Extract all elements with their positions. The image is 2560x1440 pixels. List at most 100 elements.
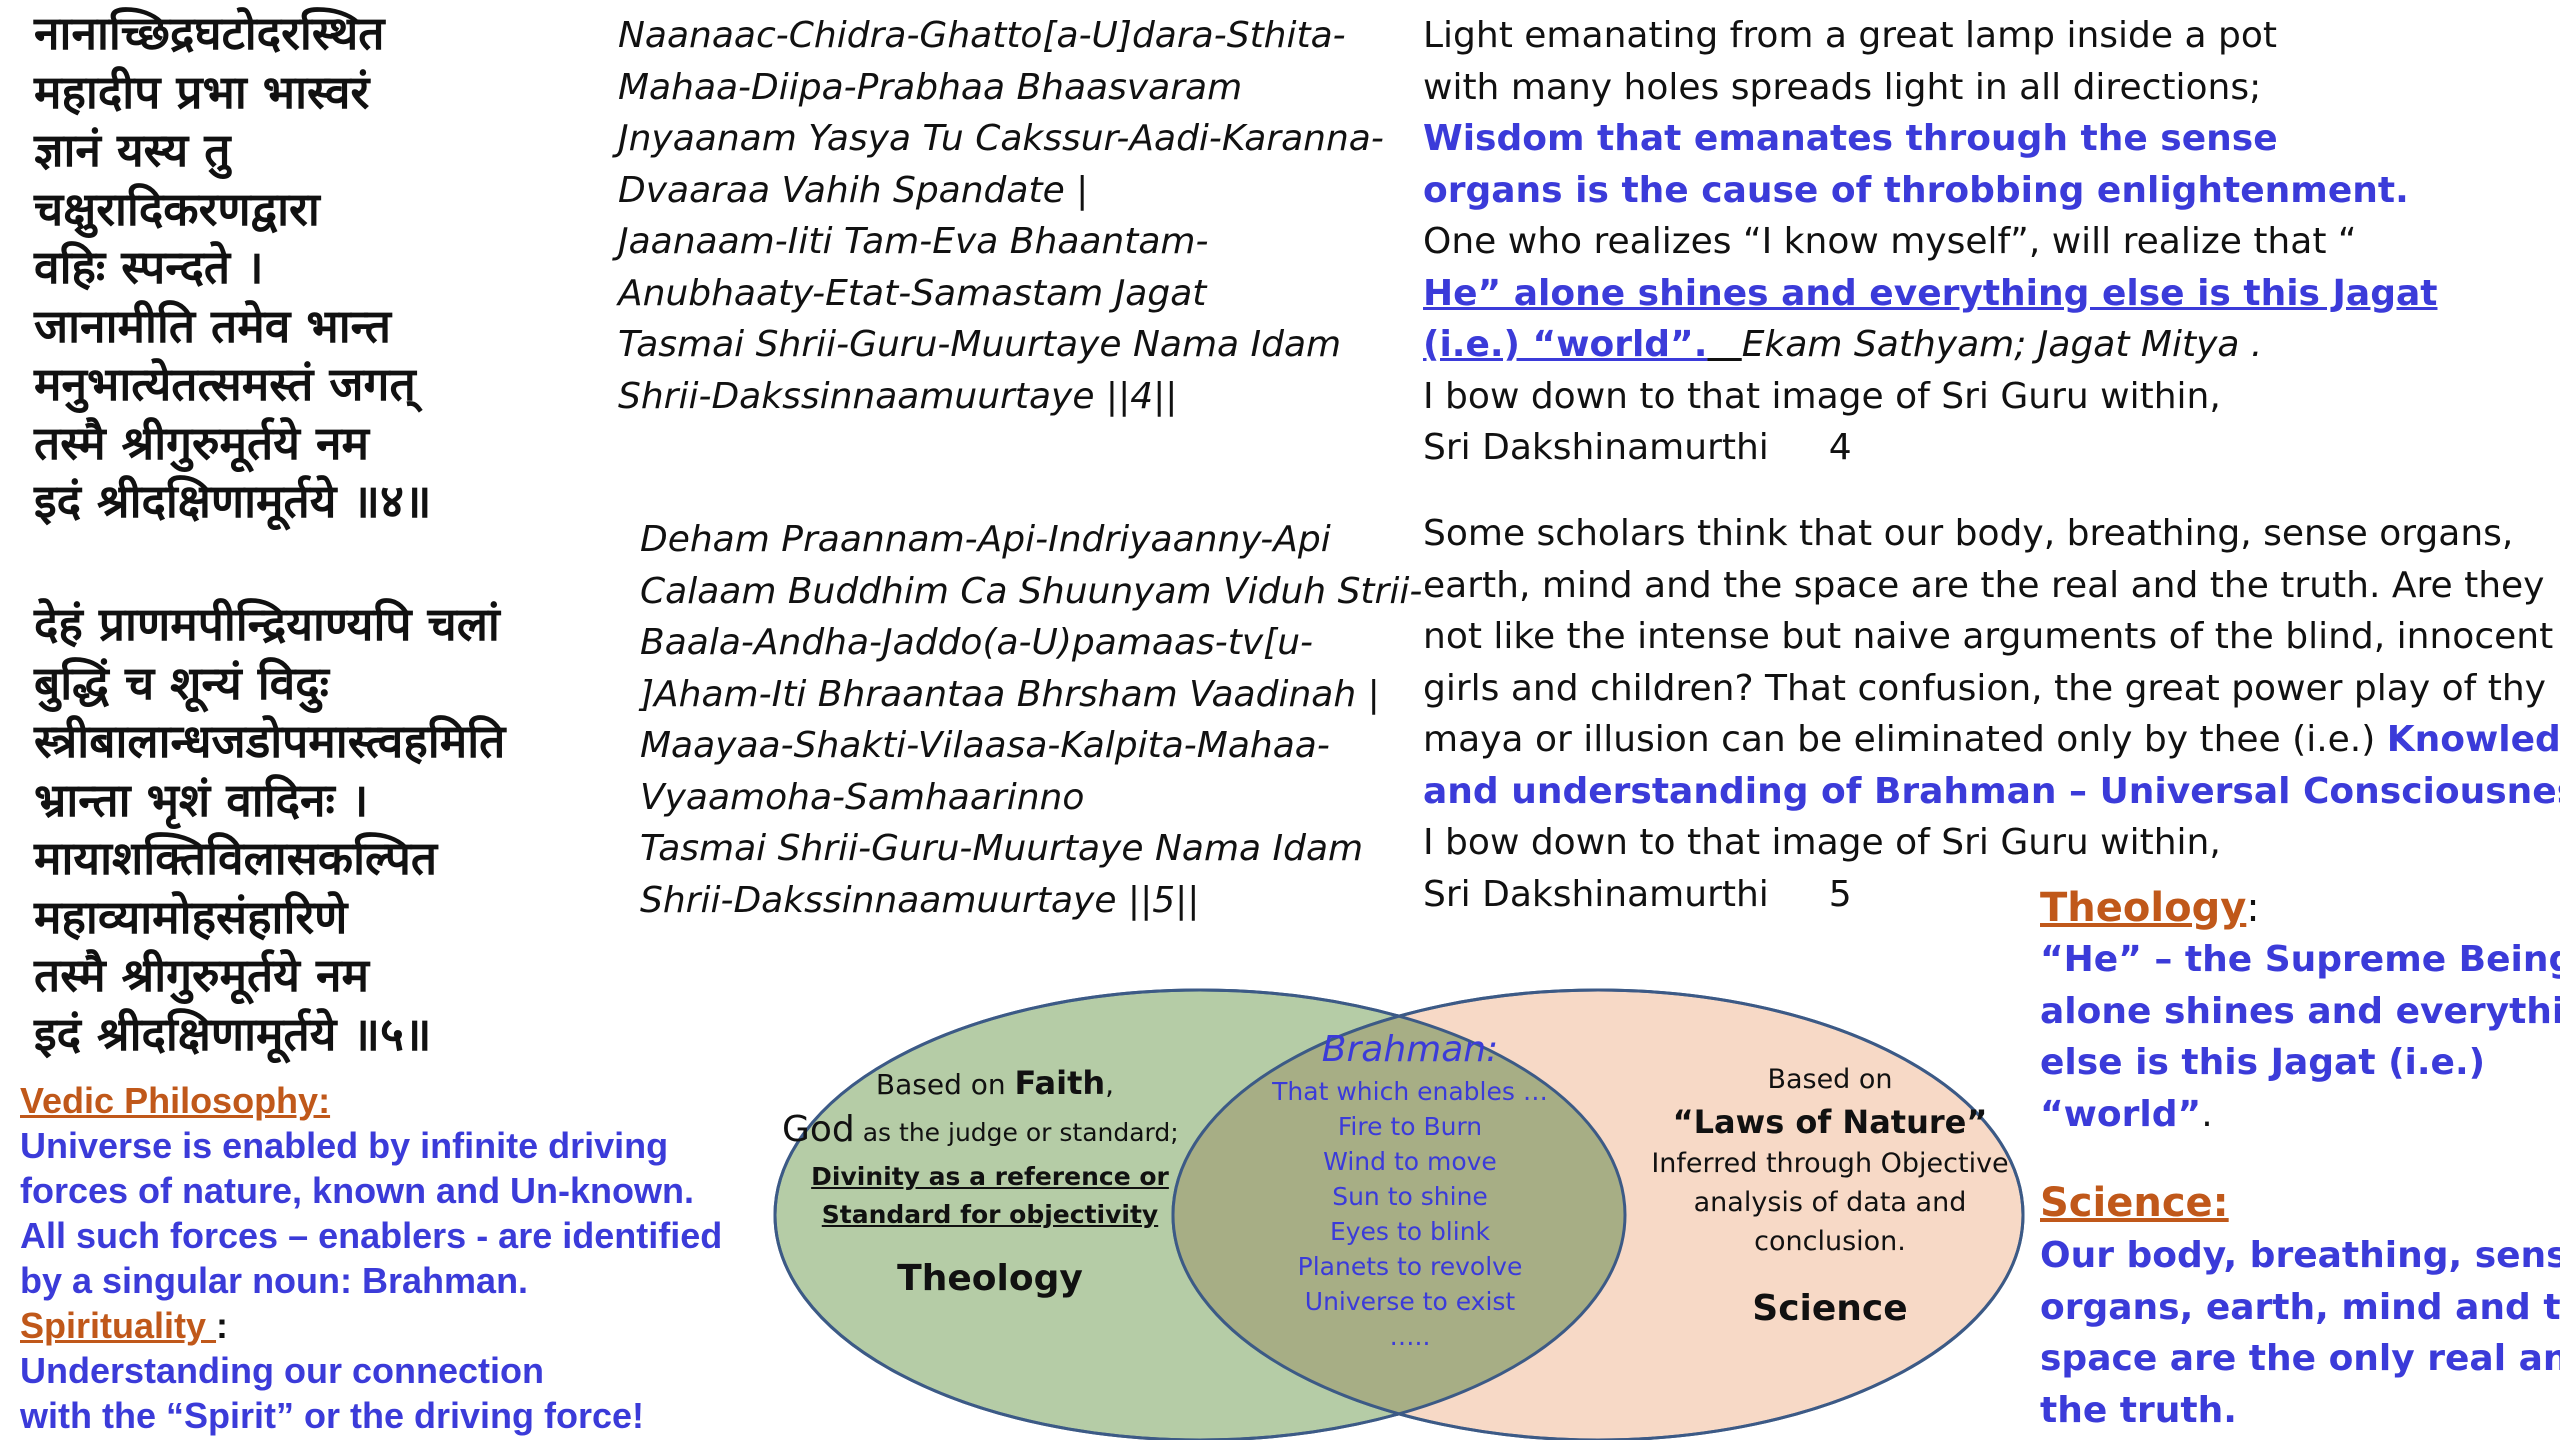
sanskrit-line: इदं श्रीदक्षिणामूर्तये ॥५॥ — [34, 1006, 432, 1061]
translit-line: Jnyaanam Yasya Tu Cakssur-Aadi-Karanna- — [618, 118, 1384, 159]
god-word: God — [782, 1109, 855, 1150]
theology-text: “world” — [2040, 1093, 2202, 1135]
verse5-english: Some scholars think that our body, breat… — [1423, 508, 2560, 920]
venn-divinity: Divinity as a reference or Standard for … — [760, 1158, 1220, 1234]
translit-line: Shrii-Dakssinnaamuurtaye ||5|| — [640, 879, 1200, 921]
translit-line: Calaam Buddhim Ca Shuunyam Viduh Strii- — [640, 570, 1423, 612]
science-desc-line: analysis of data and — [1693, 1187, 1967, 1218]
english-link-text: (i.e.) “world”. — [1423, 324, 1708, 365]
venn-science-title: Science — [1752, 1288, 1908, 1329]
sanskrit-line: तस्मै श्रीगुरुमूर्तये नम — [34, 415, 369, 470]
brahman-item: Wind to move — [1323, 1147, 1497, 1176]
theology-heading: Theology — [2040, 885, 2247, 931]
science-line: the truth. — [2040, 1389, 2237, 1431]
sanskrit-line: मनुभात्येतत्समस्तं जगत् — [34, 357, 416, 411]
theology-heading-line: Theology: — [2040, 882, 2560, 934]
brahman-item: Eyes to blink — [1329, 1217, 1491, 1246]
brahman-item: ….. — [1389, 1322, 1431, 1351]
sanskrit-line: भ्रान्ता भृशं वादिनः । — [34, 772, 369, 827]
english-line: earth, mind and the space are the real a… — [1423, 564, 2545, 606]
science-line: Our body, breathing, sense — [2040, 1235, 2560, 1276]
english-line-mixed: maya or illusion can be eliminated only … — [1423, 714, 2560, 766]
sanskrit-line: वहिः स्पन्दते । — [34, 240, 264, 294]
sanskrit-line: चक्षुरादिकरणद्वारा — [34, 181, 320, 236]
translit-line: Baala-Andha-Jaddo(a-U)pamaas-tv[u- — [640, 622, 1314, 663]
english-line: I bow down to that image of Sri Guru wit… — [1423, 822, 2221, 863]
venn-science-text: Based on “Laws of Nature” Inferred throu… — [1630, 1060, 2030, 1261]
brahman-item: Sun to shine — [1332, 1182, 1488, 1211]
english-line: not like the intense but naive arguments… — [1423, 616, 2554, 657]
spirituality-heading: Spirituality — [20, 1305, 217, 1346]
translit-line: Mahaa-Diipa-Prabhaa Bhaasvaram — [618, 66, 1243, 108]
english-bold-text: and understanding of Brahman – Universal… — [1423, 770, 2560, 812]
english-line: I bow down to that image of Sri Guru wit… — [1423, 375, 2221, 417]
divinity-line: Standard for objectivity — [821, 1200, 1159, 1229]
brahman-item: Universe to exist — [1304, 1287, 1516, 1316]
translit-line: Maayaa-Shakti-Vilaasa-Kalpita-Mahaa- — [640, 725, 1330, 766]
spirituality-heading-line: Spirituality : — [20, 1303, 722, 1348]
brahman-item: That which enables … — [1272, 1077, 1548, 1106]
brahman-item: Planets to revolve — [1297, 1252, 1523, 1281]
english-line: with many holes spreads light in all dir… — [1423, 66, 2262, 108]
signature-line: Sri Dakshinamurthi 4 — [1423, 422, 2437, 474]
faith-word: Faith — [1014, 1064, 1106, 1102]
vedic-line: forces of nature, known and Un-known. — [20, 1170, 695, 1211]
sanskrit-line: मायाशक्तिविलासकल्पित — [34, 831, 438, 885]
translit-line: ]Aham-Iti Bhraantaa Bhrsham Vaadinah | — [640, 673, 1380, 715]
english-bold-text: Knowledge — [2386, 719, 2560, 760]
signature: Sri Dakshinamurthi — [1423, 427, 1769, 468]
sanskrit-line: ज्ञानं यस्य तु — [34, 123, 231, 177]
spirituality-line: Understanding our connection — [20, 1350, 545, 1391]
venn-theology-title: Theology — [897, 1258, 1083, 1299]
venn-theology-text: Based on Faith, — [770, 1062, 1220, 1106]
judge-text: as the judge or standard; — [854, 1118, 1179, 1147]
translit-line: Jaanaam-Iiti Tam-Eva Bhaantam- — [618, 221, 1209, 262]
english-bold-line: Wisdom that emanates through the sense — [1423, 118, 2278, 159]
sanskrit-line: स्त्रीबालान्धजडोपमास्त्वहमिति — [34, 714, 506, 768]
verse-number: 4 — [1828, 427, 1852, 468]
theology-line: else is this Jagat (i.e.) — [2040, 1042, 2486, 1083]
heading-colon: : — [216, 1305, 229, 1346]
laws-of-nature: “Laws of Nature” — [1672, 1103, 1988, 1141]
based-on: Based on — [1767, 1064, 1893, 1095]
ekam-sathyam-text: Ekam Sathyam; Jagat Mitya . — [1741, 324, 2263, 365]
english-line: girls and children? That confusion, the … — [1423, 667, 2546, 709]
vedic-philosophy-block: Vedic Philosophy: Universe is enabled by… — [20, 1078, 722, 1438]
brahman-item: Fire to Burn — [1337, 1112, 1483, 1141]
faith-line: Based on Faith, — [875, 1064, 1115, 1102]
english-line: One who realizes “I know myself”, will r… — [1423, 221, 2357, 262]
sanskrit-line: नानाच्छिद्रघटोदरस्थित — [34, 6, 385, 60]
brahman-title: Brahman: — [1321, 1029, 1499, 1070]
sanskrit-line: इदं श्रीदक्षिणामूर्तये ॥४॥ — [34, 474, 432, 528]
science-heading: Science: — [2040, 1180, 2229, 1226]
verse5-transliteration: Deham Praannam-Api-Indriyaanny-Api Calaa… — [640, 514, 1422, 926]
english-line: Light emanating from a great lamp inside… — [1423, 15, 2277, 56]
english-line-mixed: and understanding of Brahman – Universal… — [1423, 766, 2560, 818]
science-line: space are the only real and — [2040, 1338, 2560, 1379]
english-line-mixed: (i.e.) “world”. Ekam Sathyam; Jagat Mity… — [1423, 319, 2437, 371]
science-desc-line: Inferred through Objective — [1651, 1148, 2009, 1179]
period-text: . — [2201, 1093, 2213, 1135]
sanskrit-line: जानामीति तमेव भान्त — [34, 298, 392, 353]
translit-line: Tasmai Shrii-Guru-Muurtaye Nama Idam — [618, 324, 1342, 365]
translit-line: Shrii-Dakssinnaamuurtaye ||4|| — [618, 375, 1178, 417]
vedic-line: by a singular noun: Brahman. — [20, 1260, 529, 1301]
verse4-sanskrit: नानाच्छिद्रघटोदरस्थित महादीप प्रभा भास्व… — [34, 4, 431, 531]
sanskrit-line: महादीप प्रभा भास्वरं — [34, 64, 370, 119]
english-text: maya or illusion can be eliminated only … — [1423, 719, 2376, 760]
sanskrit-line: महाव्यामोहसंहारिणे — [34, 889, 348, 944]
science-desc-line: conclusion. — [1754, 1226, 1906, 1257]
translit-line: Vyaamoha-Samhaarinno — [640, 776, 1085, 818]
sanskrit-line: तस्मै श्रीगुरुमूर्तये नम — [34, 948, 369, 1002]
signature: Sri Dakshinamurthi — [1423, 873, 1769, 915]
vedic-line: Universe is enabled by infinite driving — [20, 1125, 669, 1166]
translit-line: Anubhaaty-Etat-Samastam Jagat — [618, 272, 1207, 314]
english-link-line: He” alone shines and everything else is … — [1423, 272, 2438, 314]
english-line: Some scholars think that our body, breat… — [1423, 513, 2514, 554]
divinity-line: Divinity as a reference or — [811, 1162, 1169, 1191]
verse4-transliteration: Naanaac-Chidra-Ghatto[a-U]dara-Sthita- M… — [618, 10, 1384, 422]
verse5-sanskrit: देहं प्राणमपीन्द्रियाण्यपि चलां बुद्धिं … — [34, 595, 505, 1063]
theology-note: Theology: “He” – the Supreme Being alone… — [2040, 882, 2560, 1140]
science-line: organs, earth, mind and the — [2040, 1286, 2560, 1328]
venn-brahman: Brahman: That which enables … Fire to Bu… — [1230, 1026, 1590, 1354]
